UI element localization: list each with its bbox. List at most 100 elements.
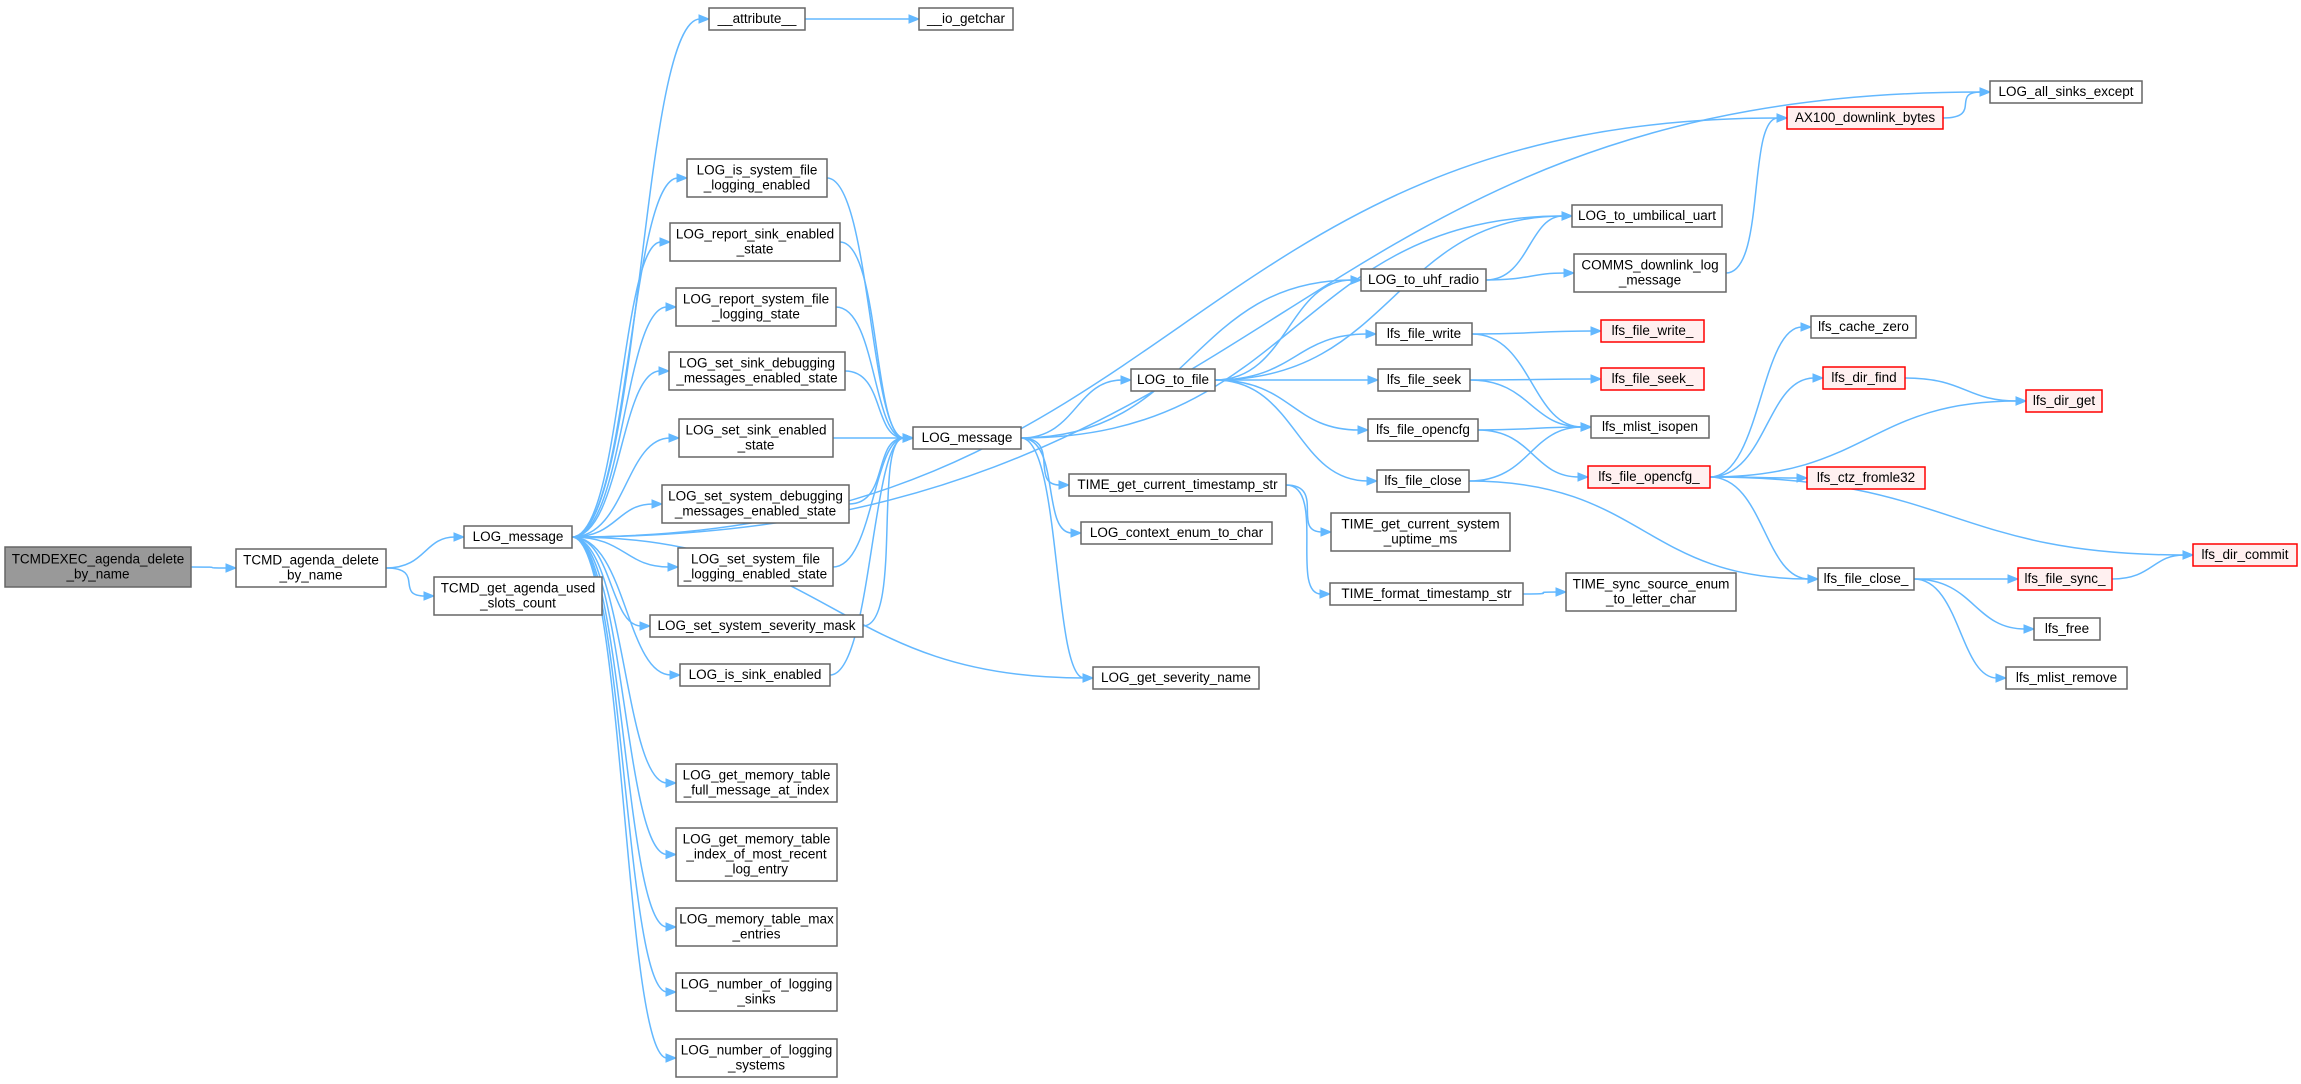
- node-box: [675, 827, 838, 882]
- node-lfs-file-seek[interactable]: lfs_file_seek: [1377, 368, 1471, 392]
- node-log-uart[interactable]: LOG_to_umbilical_uart: [1571, 204, 1723, 228]
- node-log-all-sinks[interactable]: LOG_all_sinks_except: [1989, 80, 2143, 104]
- arrowhead: [1350, 275, 1363, 285]
- node-lfs-cache-zero[interactable]: lfs_cache_zero: [1810, 315, 1917, 339]
- call-edge-log_msg1-to-log_set_sink_en: [571, 433, 681, 538]
- call-edge-log_msg1-to-log_set_sink_dbg: [571, 366, 671, 538]
- node-attribute[interactable]: __attribute__: [708, 7, 806, 31]
- node-lfs-file-close[interactable]: lfs_file_close: [1376, 469, 1470, 493]
- node-label: _to_letter_char: [1605, 592, 1697, 607]
- node-lfs-ctz[interactable]: lfs_ctz_fromle32: [1806, 466, 1926, 490]
- node-tcmd-del[interactable]: TCMD_agenda_delete_by_name: [235, 548, 387, 588]
- node-box: [708, 7, 806, 31]
- node-log-full-msg[interactable]: LOG_get_memory_table_full_message_at_ind…: [675, 763, 838, 803]
- edge-line: [1020, 437, 1073, 534]
- node-comms-dl[interactable]: COMMS_downlink_log_message: [1573, 253, 1727, 293]
- node-lfs-file-sync-[interactable]: lfs_file_sync_: [2017, 567, 2113, 591]
- edge-line: [571, 306, 668, 538]
- call-edge-time_fmt-to-time_sync: [1522, 587, 1568, 597]
- arrowhead: [453, 532, 466, 542]
- node-label: lfs_free: [2045, 621, 2089, 636]
- node-box: [675, 972, 838, 1012]
- node-log-idx-recent[interactable]: LOG_get_memory_table_index_of_most_recen…: [675, 827, 838, 882]
- node-time-cur-ts[interactable]: TIME_get_current_timestamp_str: [1068, 473, 1287, 497]
- node-io-getchar[interactable]: __io_getchar: [918, 7, 1014, 31]
- node-box: [1571, 204, 1723, 228]
- node-ax100[interactable]: AX100_downlink_bytes: [1786, 106, 1944, 130]
- arrowhead: [668, 433, 681, 443]
- node-time-sync[interactable]: TIME_sync_source_enum_to_letter_char: [1565, 572, 1737, 612]
- node-label: LOG_to_uhf_radio: [1368, 272, 1479, 287]
- node-lfs-dir-commit[interactable]: lfs_dir_commit: [2192, 543, 2298, 567]
- node-box: [675, 287, 837, 327]
- node-box: [1817, 567, 1915, 591]
- node-tcmd-used[interactable]: TCMD_get_agenda_used_slots_count: [433, 576, 603, 616]
- node-log-msg2[interactable]: LOG_message: [912, 426, 1022, 450]
- arrowhead: [639, 621, 652, 631]
- edge-line: [571, 536, 668, 784]
- node-lfs-file-opencfg-[interactable]: lfs_file_opencfg_: [1587, 465, 1711, 489]
- node-lfs-mlist-isopen[interactable]: lfs_mlist_isopen: [1590, 415, 1710, 439]
- node-log-ctx[interactable]: LOG_context_enum_to_char: [1080, 521, 1273, 545]
- node-log-msg1[interactable]: LOG_message: [463, 525, 573, 549]
- node-label: TCMDEXEC_agenda_delete: [12, 552, 185, 567]
- node-lfs-file-opencfg[interactable]: lfs_file_opencfg: [1367, 418, 1479, 442]
- call-edge-lfs_file_opencfg_-to-lfs_dir_commit: [1709, 476, 2195, 560]
- node-time-uptime[interactable]: TIME_get_current_system_uptime_ms: [1330, 512, 1511, 552]
- edge-line: [1469, 379, 1583, 428]
- call-edge-log_msg1-to-log_set_sys_file: [571, 536, 680, 572]
- arrowhead: [1800, 322, 1813, 332]
- node-label: _logging_enabled: [703, 178, 811, 193]
- node-log-is-sink[interactable]: LOG_is_sink_enabled: [679, 663, 831, 687]
- node-box: [1375, 322, 1473, 346]
- edge-line: [571, 536, 668, 856]
- node-log-set-sink-dbg[interactable]: LOG_set_sink_debugging_messages_enabled_…: [668, 351, 846, 391]
- node-label: lfs_file_sync_: [2024, 571, 2106, 586]
- node-box: [649, 614, 864, 638]
- node-log-set-sys-dbg[interactable]: LOG_set_system_debugging_messages_enable…: [661, 484, 850, 524]
- node-log-set-sys-file[interactable]: LOG_set_system_file_logging_enabled_stat…: [677, 547, 834, 587]
- node-log-is-sys[interactable]: LOG_is_system_file_logging_enabled: [686, 158, 828, 198]
- node-label: TIME_format_timestamp_str: [1341, 586, 1512, 601]
- node-lfs-mlist-remove[interactable]: lfs_mlist_remove: [2005, 666, 2128, 690]
- arrowhead: [665, 1053, 678, 1063]
- edge-line: [571, 18, 701, 538]
- node-lfs-file-close-[interactable]: lfs_file_close_: [1817, 567, 1915, 591]
- arrowhead: [1319, 589, 1332, 599]
- node-label: LOG_memory_table_max: [679, 912, 834, 927]
- arrowhead: [1082, 673, 1095, 683]
- edge-line: [571, 503, 654, 538]
- node-log-num-sys[interactable]: LOG_number_of_logging_systems: [675, 1038, 838, 1078]
- node-lfs-file-seek-[interactable]: lfs_file_seek_: [1600, 367, 1705, 391]
- node-time-fmt[interactable]: TIME_format_timestamp_str: [1329, 582, 1524, 606]
- arrowhead: [665, 302, 678, 312]
- node-box: [675, 763, 838, 803]
- arrowhead: [1590, 326, 1603, 336]
- edge-line: [826, 177, 905, 439]
- node-label: lfs_cache_zero: [1818, 319, 1909, 334]
- node-log-rep-sys[interactable]: LOG_report_system_file_logging_state: [675, 287, 837, 327]
- node-box: [1068, 473, 1287, 497]
- node-log-set-sev[interactable]: LOG_set_system_severity_mask: [649, 614, 864, 638]
- call-edge-lfs_file_sync_-to-lfs_dir_commit: [2111, 550, 2195, 580]
- call-edge-log_to_file-to-lfs_file_write: [1214, 329, 1378, 381]
- node-label: lfs_mlist_remove: [2016, 670, 2117, 685]
- node-log-sev-name[interactable]: LOG_get_severity_name: [1092, 666, 1260, 690]
- node-lfs-dir-get[interactable]: lfs_dir_get: [2025, 389, 2103, 413]
- node-log-set-sink-en[interactable]: LOG_set_sink_enabled_state: [678, 418, 834, 458]
- node-log-to-file[interactable]: LOG_to_file: [1130, 368, 1216, 392]
- node-log-max-entries[interactable]: LOG_memory_table_max_entries: [675, 907, 838, 947]
- node-label: LOG_report_system_file: [683, 292, 829, 307]
- node-box: [677, 547, 834, 587]
- node-lfs-file-write[interactable]: lfs_file_write: [1375, 322, 1473, 346]
- node-lfs-file-write-[interactable]: lfs_file_write_: [1600, 319, 1705, 343]
- node-log-uhf[interactable]: LOG_to_uhf_radio: [1360, 268, 1487, 292]
- node-log-num-sinks[interactable]: LOG_number_of_logging_sinks: [675, 972, 838, 1012]
- node-label: TIME_sync_source_enum: [1573, 577, 1730, 592]
- node-log-rep-sink[interactable]: LOG_report_sink_enabled_state: [669, 222, 841, 262]
- node-lfs-free[interactable]: lfs_free: [2033, 617, 2101, 641]
- node-label: lfs_file_seek_: [1612, 371, 1694, 386]
- node-box: [235, 548, 387, 588]
- node-lfs-dir-find[interactable]: lfs_dir_find: [1822, 366, 1906, 390]
- arrowhead: [225, 563, 238, 573]
